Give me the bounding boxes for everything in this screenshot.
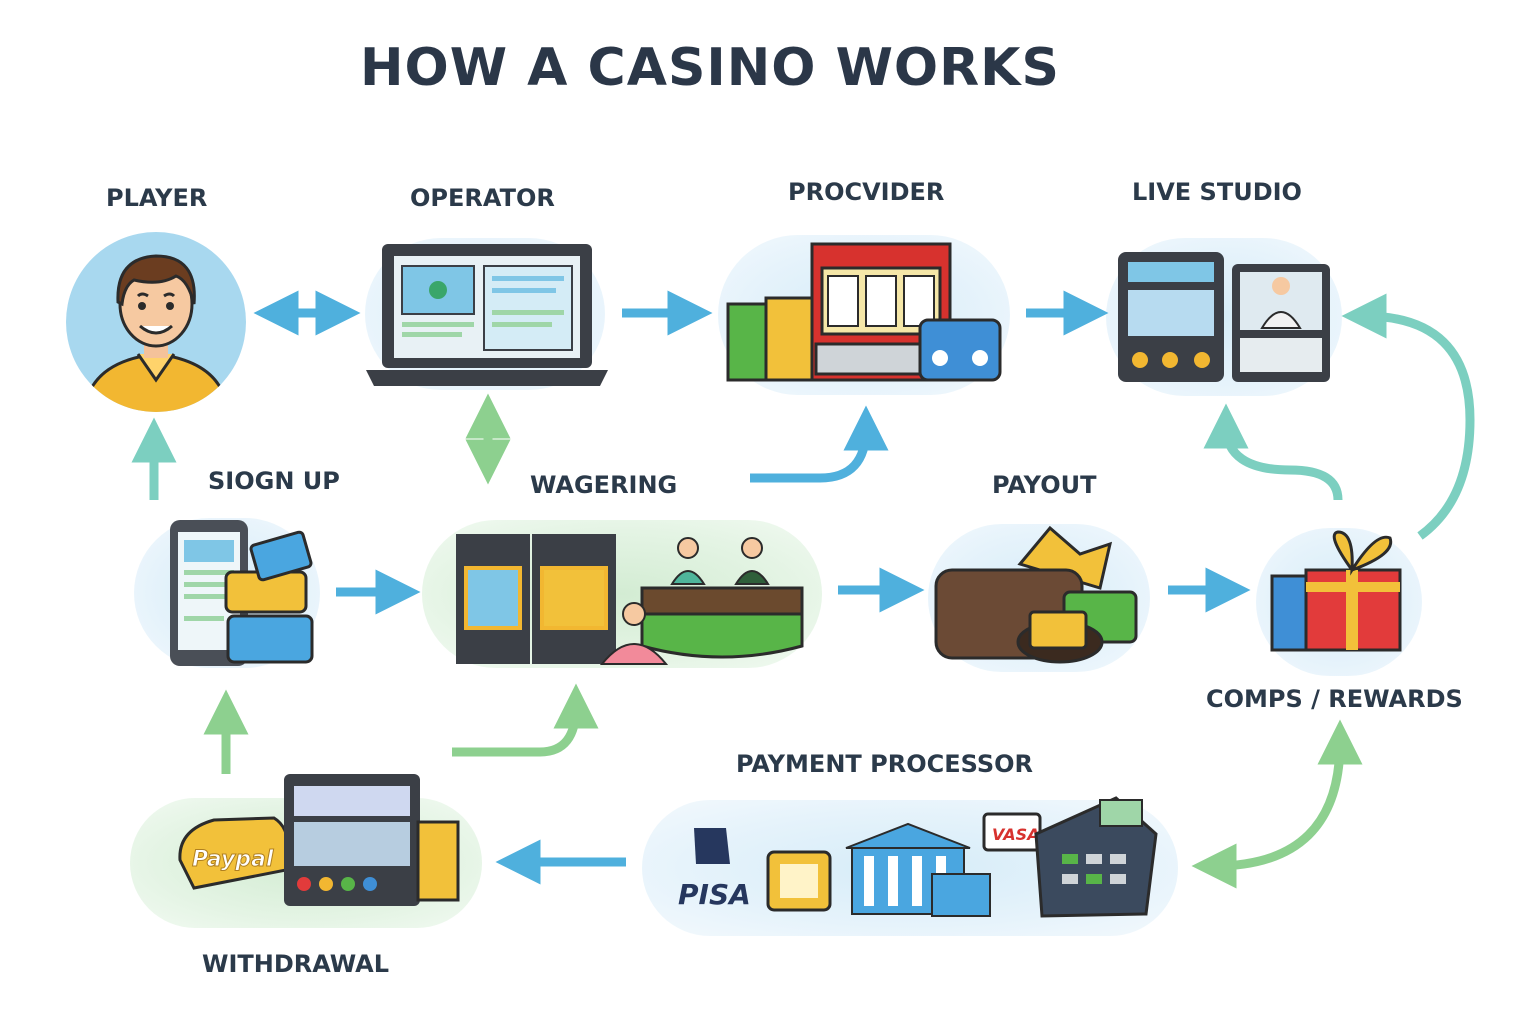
- paypal-badge: Paypal: [192, 847, 274, 872]
- label-provider: PROCVIDER: [788, 178, 945, 206]
- phone-signup-icon: [170, 520, 314, 666]
- label-withdrawal: WITHDRAWAL: [202, 950, 390, 978]
- arrow-withdrawal-wagering: [452, 683, 599, 757]
- label-player: PLAYER: [106, 184, 208, 212]
- payout-wallet-icon: [934, 525, 1138, 664]
- label-payment-processor: PAYMENT PROCESSOR: [736, 750, 1033, 778]
- player-avatar-icon: [66, 232, 246, 412]
- arrow-comps-live: [1203, 403, 1343, 501]
- pisa-badge: PISA: [678, 878, 751, 911]
- label-live-studio: LIVE STUDIO: [1132, 178, 1302, 206]
- label-sign-up: SIOGN UP: [208, 467, 340, 495]
- page-title: HOW A CASINO WORKS: [360, 38, 1060, 98]
- laptop-icon: [366, 244, 608, 386]
- arrow-wagering-provider: [750, 405, 889, 483]
- arrow-comps-live-outer: [1341, 293, 1475, 540]
- label-comps-rewards: COMPS / REWARDS: [1206, 685, 1463, 713]
- label-wagering: WAGERING: [530, 471, 678, 499]
- gift-box-icon: [1270, 530, 1402, 652]
- arrow-payment-comps: [1191, 719, 1363, 889]
- slot-machines-icon: [726, 242, 1002, 382]
- wagering-casino-floor-icon: [456, 534, 804, 665]
- label-operator: OPERATOR: [410, 184, 555, 212]
- vasa-badge: VASA: [992, 825, 1040, 844]
- label-payout: PAYOUT: [992, 471, 1097, 499]
- withdrawal-machine-icon: Paypal: [178, 774, 460, 906]
- payment-processor-icons: PISA VASA: [678, 796, 1158, 918]
- live-studio-icon: [1118, 252, 1330, 382]
